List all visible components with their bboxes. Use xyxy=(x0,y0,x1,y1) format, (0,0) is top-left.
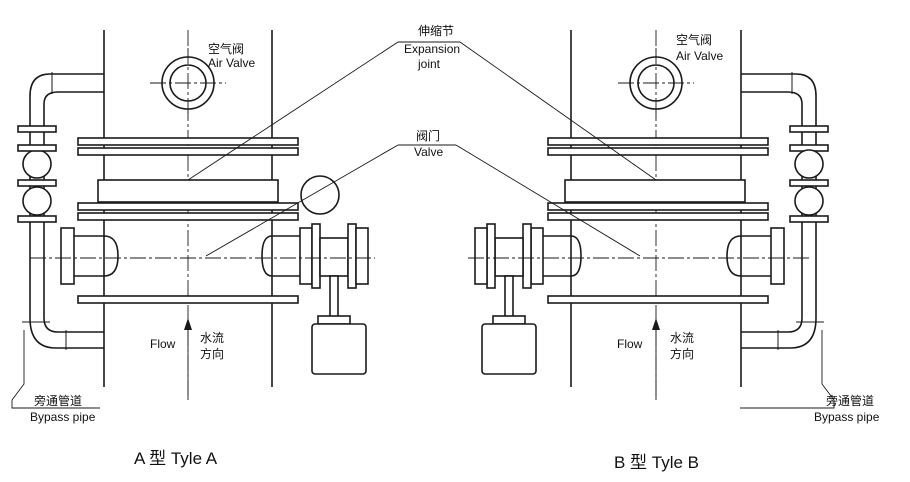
left-nozzle xyxy=(60,227,119,285)
air-valve-label-en-b: Air Valve xyxy=(676,49,723,63)
flow-label-en-b: Flow xyxy=(617,337,643,351)
flow-arrow xyxy=(184,318,192,400)
leader-bypass-a xyxy=(11,330,100,409)
bypass-pipe xyxy=(741,72,829,350)
bypass-label-cn-a: 旁通管道 xyxy=(34,393,82,408)
right-nozzle xyxy=(726,227,785,285)
flange-mid-2 xyxy=(547,212,769,221)
valve-label-cn: 阀门 xyxy=(416,128,440,143)
flow-label-cn1-a: 水流 xyxy=(200,331,224,345)
flow-label-cn2-b: 方向 xyxy=(670,346,694,361)
bypass-label-cn-b: 旁通管道 xyxy=(826,393,874,408)
bypass-label-en-b: Bypass pipe xyxy=(814,410,880,424)
expansion-label-en-2: joint xyxy=(417,57,441,71)
flange-top xyxy=(547,137,769,146)
flange-top-2 xyxy=(547,147,769,156)
valve-label-en: Valve xyxy=(414,145,443,159)
expansion-label-cn: 伸缩节 xyxy=(418,23,454,38)
flow-label-cn1-b: 水流 xyxy=(670,331,694,345)
bypass-pipe xyxy=(17,72,104,350)
valve-assembly xyxy=(474,223,582,375)
caption-type-a: A 型 Tyle A xyxy=(134,449,218,468)
air-valve-label-cn-b: 空气阀 xyxy=(676,32,712,47)
leader-expansion-a xyxy=(187,41,399,181)
flange-mid-2 xyxy=(77,212,299,221)
expansion-joint xyxy=(97,179,279,203)
air-valve-label-cn-a: 空气阀 xyxy=(208,41,244,56)
expansion-label-en-1: Expansion xyxy=(404,42,460,56)
flange-bottom xyxy=(547,295,769,304)
leader-bypass-b xyxy=(740,330,835,409)
valve-assembly xyxy=(261,223,369,375)
flange-top-2 xyxy=(77,147,299,156)
flange-bottom xyxy=(77,295,299,304)
leader-expansion-b xyxy=(459,41,657,181)
air-valve xyxy=(150,48,226,118)
leader-valve-a xyxy=(205,144,399,257)
flange-mid xyxy=(77,202,299,211)
flow-arrow xyxy=(652,318,660,400)
flow-label-en-a: Flow xyxy=(150,337,176,351)
leader-valve-b xyxy=(455,144,641,257)
flange-mid xyxy=(547,202,769,211)
caption-type-b: B 型 Tyle B xyxy=(614,453,699,472)
type-b-diagram xyxy=(455,30,835,409)
type-a-diagram xyxy=(11,30,460,409)
bypass-label-en-a: Bypass pipe xyxy=(30,410,96,424)
flow-label-cn2-a: 方向 xyxy=(200,346,224,361)
flange-top xyxy=(77,137,299,146)
air-valve xyxy=(618,48,694,118)
expansion-joint xyxy=(564,179,746,203)
air-valve-label-en-a: Air Valve xyxy=(208,56,255,70)
valve-marker-circle xyxy=(300,175,340,215)
